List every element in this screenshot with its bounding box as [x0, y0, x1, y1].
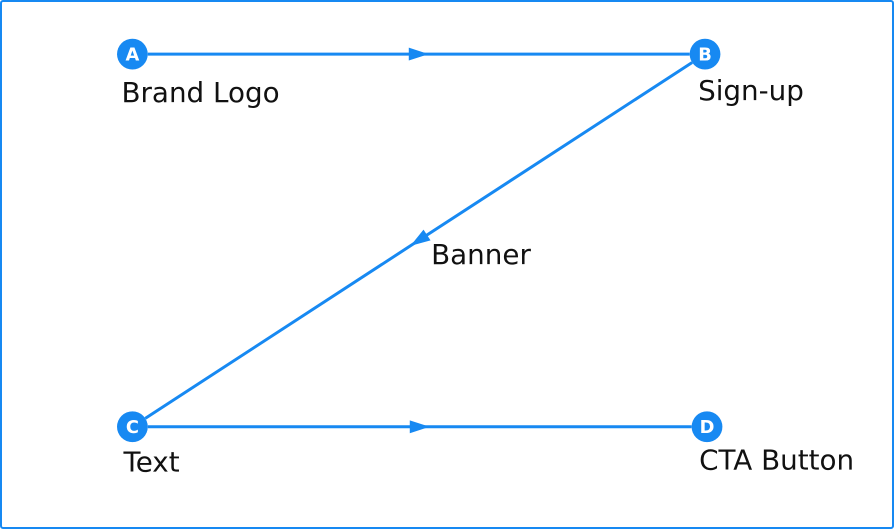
- node-label-A: Brand Logo: [121, 76, 279, 109]
- node-label-D: CTA Button: [699, 443, 854, 476]
- node-circle-D[interactable]: [691, 411, 723, 443]
- node-A[interactable]: A: [117, 38, 148, 70]
- node-letter-D: D: [700, 417, 715, 438]
- node-letter-C: C: [126, 417, 139, 438]
- node-circle-B[interactable]: [689, 38, 721, 70]
- node-label-C: Text: [122, 445, 179, 478]
- node-circle-A[interactable]: [117, 38, 148, 70]
- node-letter-A: A: [125, 45, 139, 66]
- node-C[interactable]: C: [117, 411, 148, 443]
- node-label-B: Sign-up: [698, 74, 804, 107]
- node-circle-C[interactable]: [117, 411, 148, 443]
- edge-B-C[interactable]: [144, 61, 693, 420]
- node-D[interactable]: D: [691, 411, 723, 443]
- node-B[interactable]: B: [689, 38, 721, 70]
- edge-label-B-C: Banner: [431, 238, 531, 271]
- node-letter-B: B: [698, 45, 712, 66]
